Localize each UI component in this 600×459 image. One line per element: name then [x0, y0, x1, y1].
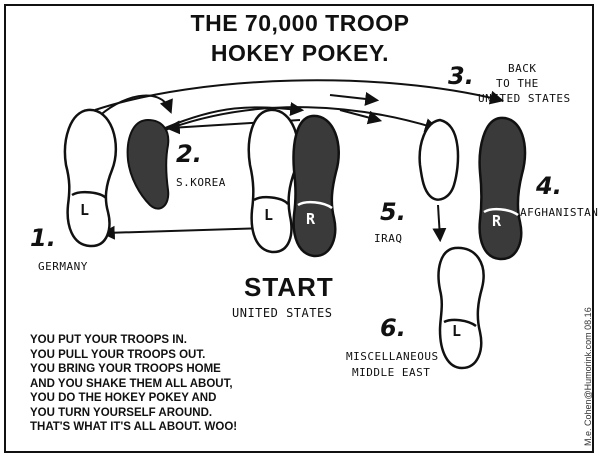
foot-letter-germany: L	[80, 201, 90, 219]
step-number-4: 4.	[536, 172, 562, 200]
arrow-to-germany	[100, 225, 269, 240]
step-label-middle-east-line-2: MIDDLE EAST	[352, 366, 431, 379]
lyrics-line: THAT'S WHAT IT'S ALL ABOUT. WOO!	[30, 421, 238, 433]
step-number-2: 2.	[176, 140, 202, 168]
step-number-5: 5.	[380, 198, 406, 226]
arrow-right-short	[339, 109, 383, 125]
footprint-afghanistan-right	[478, 116, 527, 261]
step-label-back-line-1: BACK	[508, 62, 537, 75]
cartoon-border	[4, 4, 594, 453]
step-label-iraq: IRAQ	[374, 232, 403, 245]
lyrics-line: YOU PULL YOUR TROOPS OUT.	[30, 348, 206, 361]
lyrics-line: YOU TURN YOURSELF AROUND.	[30, 406, 213, 419]
lyrics-line: YOU BRING YOUR TROOPS HOME	[30, 363, 221, 375]
lyrics-line: YOU DO THE HOKEY POKEY AND	[30, 392, 217, 404]
arrow-to-middle-east	[432, 204, 447, 243]
footprint-middle-east-left	[437, 246, 485, 370]
arrow-to-us	[164, 102, 305, 129]
footprint-start-left	[247, 108, 300, 254]
footprint-iraq-left	[418, 118, 460, 201]
lyrics-line: YOU PUT YOUR TROOPS IN.	[30, 334, 187, 346]
foot-letter-middle-east: L	[452, 322, 462, 340]
step-number-1: 1.	[30, 224, 56, 252]
step-label-germany: GERMANY	[38, 260, 88, 273]
arrow-to-iraq-arc	[164, 106, 440, 132]
step-label-back-line-3: UNITED STATES	[478, 92, 571, 105]
foot-letter-start-left: L	[264, 206, 274, 224]
foot-letter-start-right: R	[306, 210, 316, 228]
step-number-6: 6.	[380, 314, 406, 342]
artist-credit: M.e. Cohen@Humorink.com 08.16	[583, 307, 593, 446]
step-label-middle-east-line-1: MISCELLANEOUS	[346, 350, 439, 363]
step-label-korea: S.KOREA	[176, 176, 226, 189]
start-location-label: UNITED STATES	[232, 306, 333, 320]
title-line-1: THE 70,000 TROOP	[190, 10, 410, 36]
start-label: START	[244, 272, 334, 302]
arrow-top-arc	[94, 79, 505, 111]
arrow-to-korea	[94, 94, 173, 121]
step-label-back-line-2: TO THE	[496, 77, 539, 90]
lyrics-line: AND YOU SHAKE THEM ALL ABOUT,	[30, 377, 233, 390]
arrow-to-3	[329, 91, 380, 106]
lyrics-block: YOU PUT YOUR TROOPS IN. YOU PULL YOUR TR…	[30, 333, 330, 435]
footprint-germany-left	[63, 108, 118, 248]
footprint-korea	[126, 118, 170, 210]
title-line-2: HOKEY POKEY.	[210, 40, 390, 66]
foot-letter-afghanistan: R	[492, 212, 502, 230]
step-number-3: 3.	[448, 62, 474, 90]
footprint-start-right	[292, 114, 340, 258]
step-label-afghanistan: AFGHANISTAN	[520, 206, 599, 219]
